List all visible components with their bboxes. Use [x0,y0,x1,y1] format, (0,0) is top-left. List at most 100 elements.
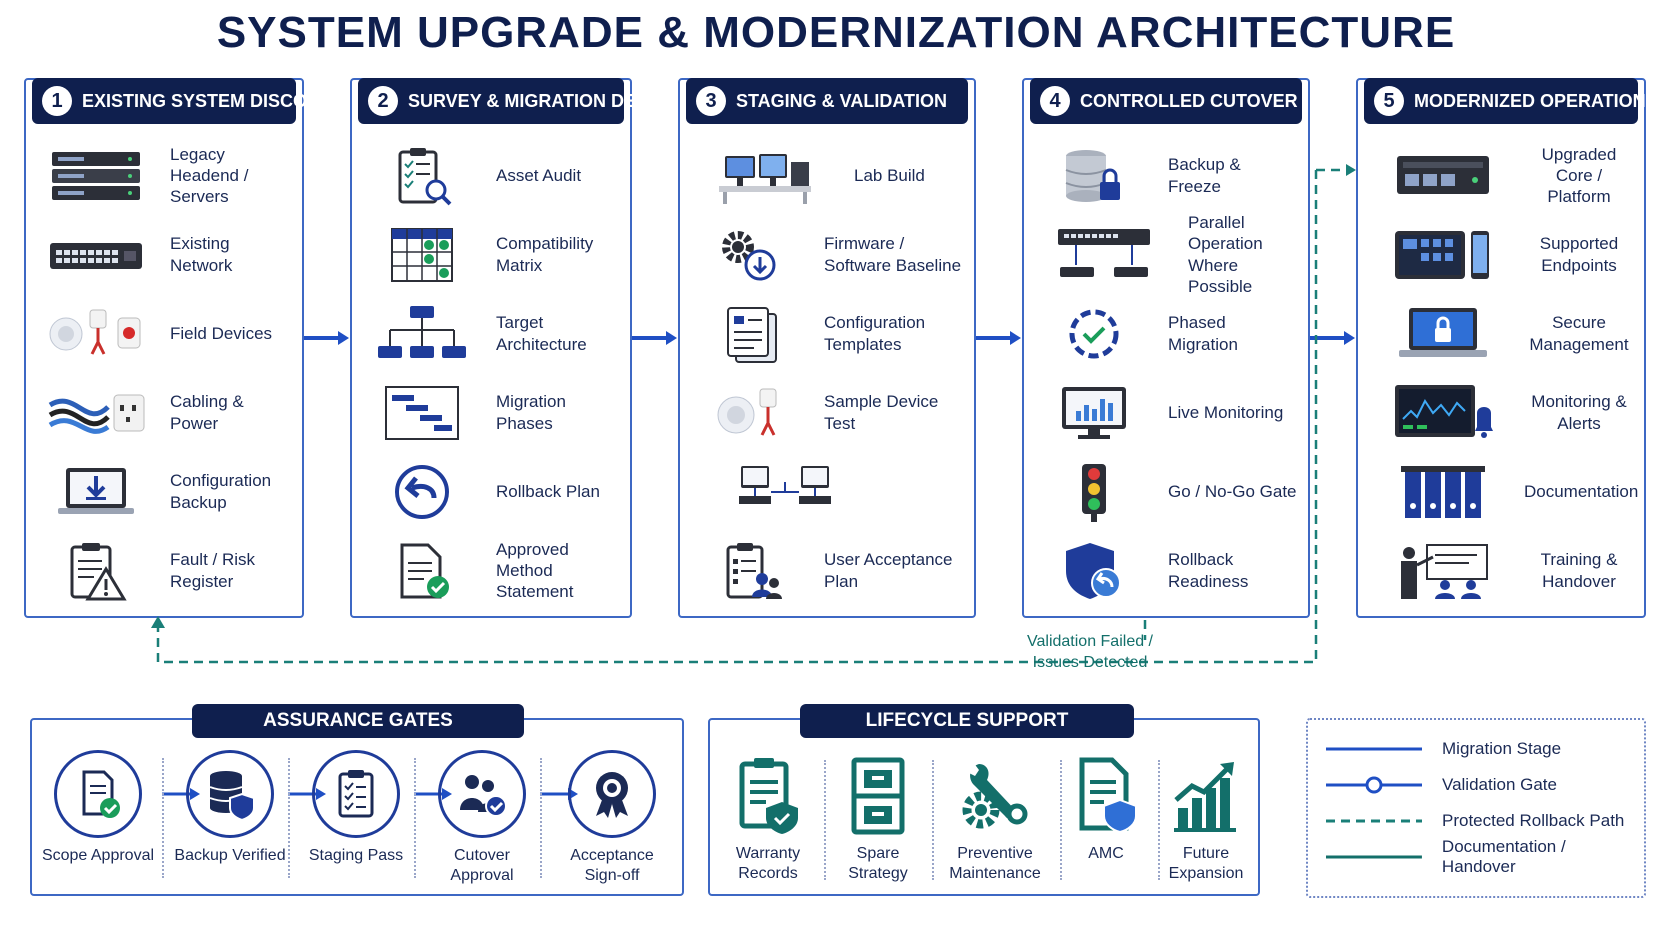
item-user-acceptance-plan: User Acceptance Plan [690,540,964,602]
stage-header: 4 CONTROLLED CUTOVER [1030,78,1302,124]
legend-label: Protected Rollback Path [1442,811,1625,830]
legend-label: Migration Stage [1442,739,1562,758]
page-title: SYSTEM UPGRADE & MODERNIZATION ARCHITECT… [216,8,1456,57]
stage-controlled-cutover: 4 CONTROLLED CUTOVER Backup & Freeze Par… [1022,78,1310,618]
item-supported-endpoints: Supported Endpoints [1368,224,1634,286]
gate-backup-verified: Backup Verified [170,750,290,866]
stage-header: 1 EXISTING SYSTEM DISCOVERY [32,78,355,124]
item-existing-network: Existing Network [36,224,292,286]
assurance-gates-panel: ASSURANCE GATES Scope Approval Backup Ve… [30,704,684,896]
item-label: Cabling & Power [170,392,244,433]
wrench-gear-icon [962,762,1028,829]
divider [162,758,164,878]
item-label: Fault / Risk Register [170,550,256,591]
legend-swatch-dashed-teal [1326,819,1422,823]
divider [1158,760,1160,880]
lifecycle-support-panel: LIFECYCLE SUPPORT Warranty Records Spare… [708,704,1260,896]
item-label: Training & Handover [1540,550,1618,591]
item-label: Existing Network [170,234,233,275]
gate-label: Cutover Approval [450,847,514,884]
gate-label: Scope Approval [41,847,155,864]
item-label: Monitoring & Alerts [1531,392,1627,433]
templates-icon [690,303,810,365]
item-label: Lab Build [854,165,925,185]
acceptance-badge-icon [568,750,656,838]
legend-row-documentation-handover: Documentation / Handover [1324,837,1644,876]
stage-header: 5 MODERNIZED OPERATIONS [1364,78,1658,124]
item-configuration-templates: Configuration Templates [690,303,964,365]
item-label: Approved Method Statement [496,539,574,602]
item-firmware-baseline: Firmware / Software Baseline [690,224,964,286]
flow-arrow-3-4 [976,331,1021,345]
flow-arrow-1-2 [304,331,349,345]
stage-title: EXISTING SYSTEM DISCOVERY [82,90,356,111]
item-fault-risk-register: Fault / Risk Register [36,540,292,602]
gate-acceptance-signoff: Acceptance Sign-off [552,750,672,886]
lifecycle-label: Spare Strategy [848,845,908,882]
stage-staging-validation: 3 STAGING & VALIDATION Lab Build Firmwar… [678,78,976,618]
gate-label: Backup Verified [174,847,286,864]
stage-title: SURVEY & MIGRATION DESIGN [408,90,681,111]
item-configuration-backup: Configuration Backup [36,461,292,523]
shield-rollback-icon [1034,540,1154,602]
item-label: Field Devices [170,323,273,343]
item-label: Rollback Readiness [1168,550,1249,591]
network-switch-icon [36,224,156,286]
dashboard-bell-icon [1368,382,1518,444]
item-label: Migration Phases [496,392,566,433]
divider [932,760,934,880]
item-cabling-power: Cabling & Power [36,382,292,444]
amc-document-icon [1079,757,1137,834]
field-devices-icon [36,303,156,365]
legend-row-protected-rollback: Protected Rollback Path [1324,806,1624,836]
item-label: Backup & Freeze [1168,155,1241,196]
lifecycle-label: Warranty Records [735,845,801,882]
item-backup-freeze: Backup & Freeze [1034,145,1298,207]
item-label: Asset Audit [496,165,582,185]
stage-header: 3 STAGING & VALIDATION [686,78,968,124]
rollback-icon [362,461,482,523]
laptop-lock-icon [1368,303,1518,365]
server-rack-icon [36,145,156,207]
cabling-icon [36,382,156,444]
item-label: Compatibility Matrix [496,234,594,275]
item-migration-phases: Migration Phases [362,382,620,444]
cutover-approval-icon [438,750,526,838]
lifecycle-label: AMC [1088,845,1124,862]
item-documentation: Documentation [1368,461,1638,523]
item-label: Legacy Headend / Servers [170,144,249,207]
item-label: Upgraded Core / Platform [1541,144,1617,207]
legend-row-migration-stage: Migration Stage [1324,734,1561,764]
divider [540,758,542,878]
architecture-tree-icon [362,303,482,365]
clipboard-search-icon [362,145,482,207]
stage-number: 1 [42,86,72,116]
lifecycle-amc: AMC [1054,756,1158,864]
item-monitoring-alerts: Monitoring & Alerts [1368,382,1634,444]
lifecycle-future-expansion: Future Expansion [1154,756,1258,884]
item-rollback-plan: Rollback Plan [362,461,620,523]
lab-desk-icon [690,145,840,207]
item-label: Sample Device Test [824,392,939,433]
legend-row-validation-gate: Validation Gate [1324,770,1557,800]
clipboard-warning-icon [36,540,156,602]
stage-number: 2 [368,86,398,116]
legend: Migration Stage Validation Gate Protecte… [1306,718,1646,898]
stage-number: 5 [1374,86,1404,116]
item-label: Firmware / Software Baseline [824,234,962,275]
sample-device-icon [690,382,810,444]
item-label: Go / No-Go Gate [1168,481,1297,501]
divider [288,758,290,878]
item-sample-device-test: Sample Device Test [690,382,964,444]
backup-verified-icon [186,750,274,838]
database-lock-icon [1034,145,1154,207]
stage-modernized-operations: 5 MODERNIZED OPERATIONS Upgraded Core / … [1356,78,1658,618]
stage-number: 3 [696,86,726,116]
item-label: User Acceptance Plan [824,550,953,591]
legend-swatch-solid-teal [1325,855,1422,859]
lifecycle-spare-strategy: Spare Strategy [826,756,930,884]
document-check-icon [362,540,482,602]
item-test-network [690,461,964,523]
stage-existing-system-discovery: 1 EXISTING SYSTEM DISCOVERY Legacy Heade… [24,78,355,618]
divider [414,758,416,878]
